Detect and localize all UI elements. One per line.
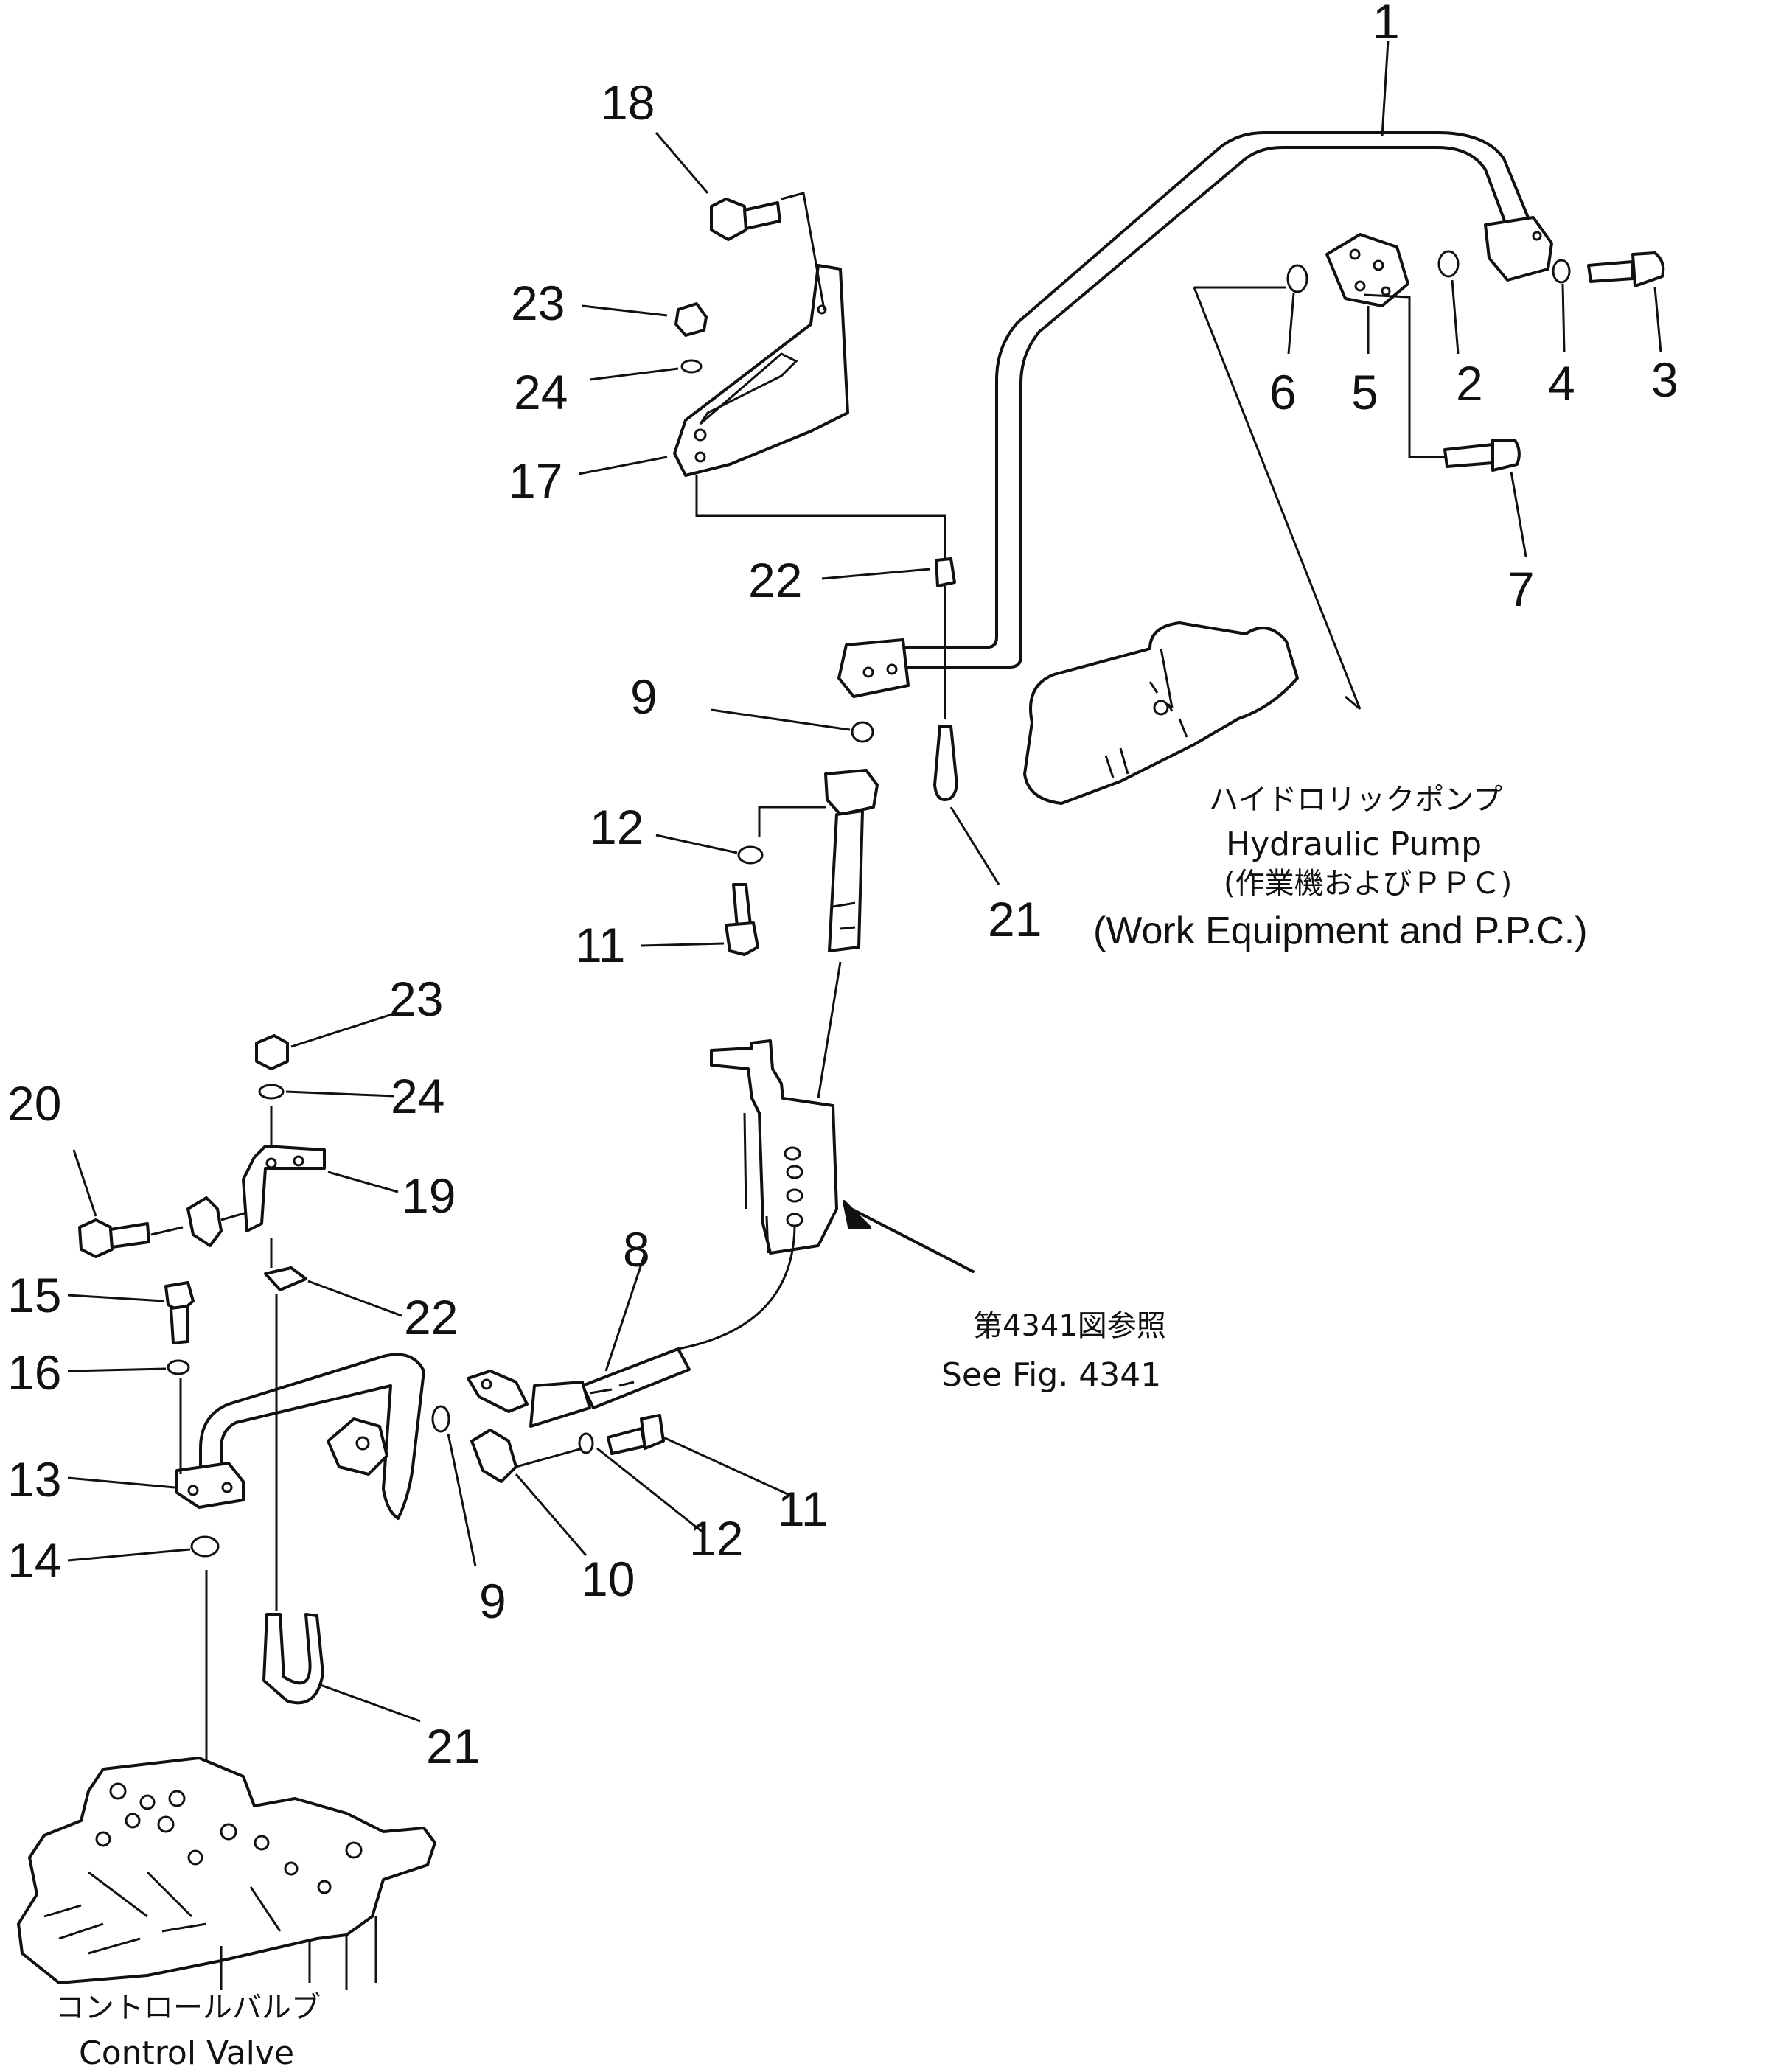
washer-12-upper-icon [737,845,764,865]
callout-3: 3 [1651,352,1678,407]
pump-label-en: Hydraulic Pump [1226,826,1482,863]
bolt-3-icon [1587,251,1665,287]
callout-12: 12 [590,800,644,854]
nut-23-lower-icon [255,1034,289,1070]
pump-label-jp-sub: (作業機およびＰＰＣ) [1224,867,1512,901]
o-ring-9-icon [851,721,874,743]
reference-label-en: See Fig. 4341 [941,1356,1161,1394]
o-ring-9-lower-icon [431,1405,450,1433]
washer-24-lower-icon [258,1084,285,1100]
reference-label-jp: 第4341図参照 [973,1309,1166,1343]
washer-4-icon [1552,259,1571,284]
callout-13: 13 [7,1452,61,1507]
callout-12-lower: 12 [689,1511,743,1566]
callout-16: 16 [7,1345,61,1400]
reference-caption: 第4341図参照 See Fig. 4341 [941,1309,1166,1394]
valve-caption: コントロールバルブ Control Valve [55,1991,321,2072]
callout-24: 24 [514,365,568,419]
hose-upper [824,769,879,952]
callout-2: 2 [1456,356,1483,411]
mount-plate [710,1039,838,1255]
pump-label-jp: ハイドロリックポンプ [1209,783,1502,817]
u-bolt-21-icon [933,725,958,801]
callout-8: 8 [623,1222,650,1277]
callouts: 1 18 23 24 17 6 5 2 4 3 7 22 9 12 11 21 … [7,0,1678,1773]
pump-label-en-sub: (Work Equipment and P.P.C.) [1093,910,1588,952]
nut-23-icon [674,302,708,337]
callout-22-lower: 22 [404,1290,458,1344]
callout-6: 6 [1269,365,1297,419]
o-ring-2-icon [1437,250,1460,278]
pump-caption: ハイドロリックポンプ Hydraulic Pump (作業機およびＰＰＣ) (W… [1093,783,1588,952]
callout-1: 1 [1373,0,1400,49]
clamp-10-icon [470,1429,517,1483]
callout-23: 23 [511,276,565,330]
callout-24-lower: 24 [391,1069,444,1123]
callout-14: 14 [7,1533,61,1588]
callout-20: 20 [7,1076,61,1131]
washer-12-lower-icon [578,1432,594,1454]
bolt-20-icon [78,1218,150,1258]
control-valve-icon [17,1757,436,1990]
pump-flange-parts [1286,233,1665,472]
bolt-18-icon [710,198,781,241]
clip-22-lower-icon [264,1266,307,1291]
callout-17: 17 [509,453,562,508]
pipe-1 [837,131,1553,698]
hose-8 [467,1347,691,1428]
leader-lines [67,40,1662,1723]
bracket-17 [673,264,849,477]
callout-19: 19 [402,1168,456,1223]
clamp-20b-icon [186,1196,223,1247]
bolt-7-icon [1443,439,1521,472]
washer-16-icon [167,1359,190,1375]
callout-11-lower: 11 [778,1482,829,1536]
callout-21: 21 [988,892,1042,946]
bracket-19 [242,1145,326,1232]
callout-4: 4 [1548,356,1575,411]
washer-24-icon [680,359,703,374]
callout-18: 18 [601,75,655,130]
callout-9-lower: 9 [479,1574,506,1628]
bolt-15-icon [164,1281,195,1344]
pipe-13 [175,1353,425,1520]
callout-21-lower: 21 [426,1719,480,1773]
o-ring-6-icon [1286,264,1308,293]
u-bolt-21-lower-icon [262,1613,324,1705]
valve-label-jp: コントロールバルブ [55,1991,321,2025]
callout-11: 11 [575,918,626,972]
bolt-11-upper-icon [725,883,759,956]
hydraulic-pump-icon [1023,621,1299,805]
clip-22-icon [935,557,956,587]
o-ring-14-icon [190,1535,220,1558]
callout-10: 10 [581,1552,635,1606]
valve-label-en: Control Valve [79,2034,294,2072]
callout-15: 15 [7,1268,61,1322]
callout-7: 7 [1507,562,1535,616]
callout-5: 5 [1351,365,1378,419]
bolt-11-lower-icon [607,1414,665,1455]
callout-23-lower: 23 [389,972,443,1026]
callout-22: 22 [748,553,802,607]
callout-9: 9 [630,669,658,724]
